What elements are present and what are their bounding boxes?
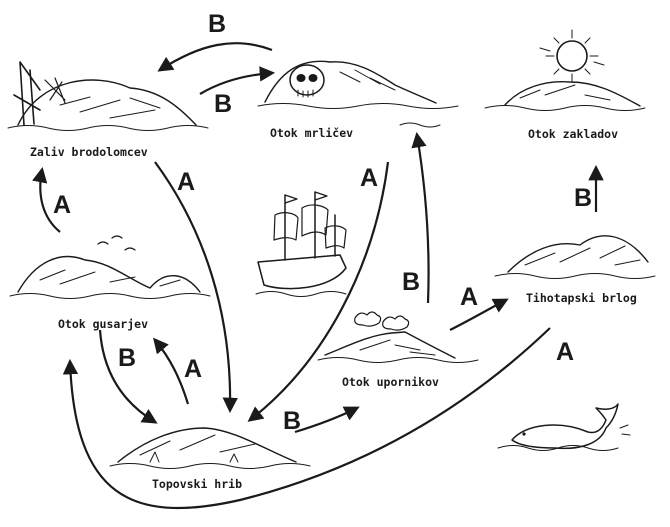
edge-label-tihotapski-to-gusarjev: A — [556, 338, 574, 366]
skull-icon — [290, 65, 324, 95]
edge-label-tihotapski-to-zakladov: B — [574, 184, 592, 212]
island-zaliv-brodolomcev: Zaliv brodolomcev — [8, 62, 208, 159]
edge-label-mrlicev-to-zaliv: B — [208, 10, 226, 38]
edge-label-zaliv-to-topovski: A — [177, 168, 195, 196]
island-otok-gusarjev: Otok gusarjev — [10, 236, 210, 331]
sun-icon — [557, 41, 587, 71]
edge-zaliv-to-mrlicev — [200, 73, 272, 94]
hill-island-illustration — [110, 428, 310, 469]
shipwreck-illustration — [8, 62, 208, 131]
island-topovski-hrib: Topovski hrib — [110, 428, 310, 491]
edge-topovski-to-upornikov — [295, 408, 357, 432]
skull-island-illustration — [258, 61, 458, 127]
edge-label-topovski-to-gusarjev: A — [184, 355, 202, 383]
island-label: Otok mrličev — [270, 126, 353, 140]
island-label: Otok upornikov — [342, 375, 439, 389]
edge-mrlicev-to-zaliv — [160, 43, 272, 70]
edge-label-gusarjev-to-topovski: B — [118, 344, 136, 372]
whale-illustration — [498, 404, 630, 451]
edge-label-gusarjev-to-zaliv: A — [53, 191, 71, 219]
edge-label-mrlicev-to-topovski: A — [360, 164, 378, 192]
edge-tihotapski-to-gusarjev — [70, 328, 550, 508]
volcano-island-illustration — [318, 312, 478, 363]
island-otok-zakladov: Otok zakladov — [485, 30, 645, 141]
island-tihotapski-brlog: Tihotapski brlog — [495, 236, 655, 305]
smoke-cloud-icon — [355, 312, 381, 326]
edge-label-topovski-to-upornikov: B — [283, 407, 301, 435]
pirate-ship-illustration — [256, 192, 346, 297]
island-label: Tihotapski brlog — [526, 291, 637, 305]
island-label: Topovski hrib — [152, 477, 242, 491]
sunny-island-illustration — [485, 30, 645, 111]
island-otok-mrlicev: Otok mrličev — [258, 61, 458, 140]
island-label: Zaliv brodolomcev — [30, 145, 148, 159]
island-label: Otok gusarjev — [58, 317, 148, 331]
edge-label-upornikov-to-tihotapski: A — [460, 283, 478, 311]
island-otok-upornikov: Otok upornikov — [318, 312, 478, 389]
hills-island-illustration — [10, 236, 210, 299]
island-label: Otok zakladov — [528, 127, 618, 141]
edge-label-upornikov-to-mrlicev: B — [402, 268, 420, 296]
edge-label-zaliv-to-mrlicev: B — [214, 90, 232, 118]
mountain-island-illustration — [495, 236, 655, 279]
